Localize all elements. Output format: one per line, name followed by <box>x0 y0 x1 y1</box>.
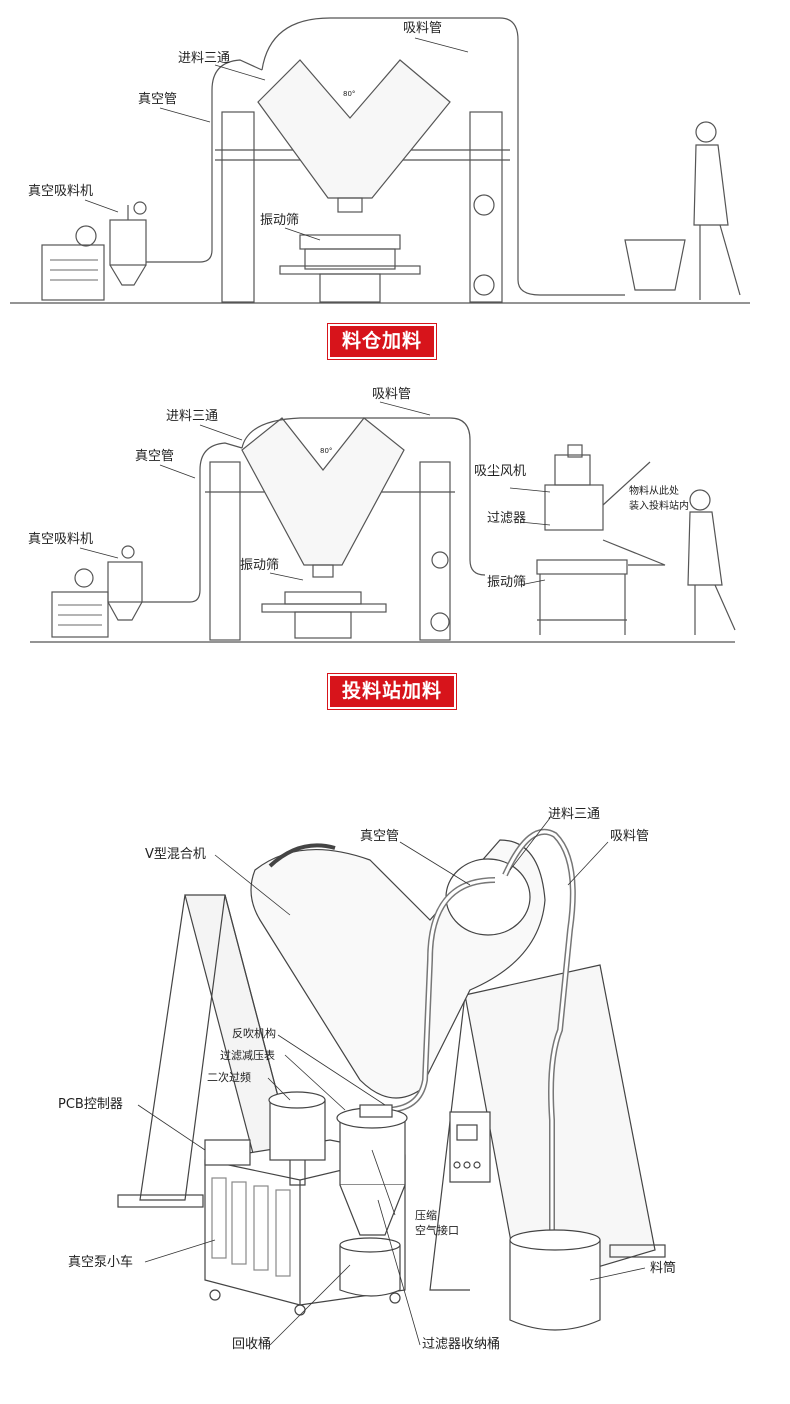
s1-feed-tee-label: 进料三通 <box>178 51 231 66</box>
s3-filter-bucket-label: 过滤器收纳桶 <box>422 1337 501 1352</box>
s3-secondary-filter-label: 二次过频 <box>207 1071 251 1084</box>
s2-vacuum-loader-label: 真空吸料机 <box>28 532 94 547</box>
s2-feed-tee-label: 进料三通 <box>166 409 219 424</box>
s1-title: 料仓加料 <box>330 326 435 357</box>
s3-material-drum-label: 料筒 <box>650 1261 677 1276</box>
s3-compressed-air-line1: 压缩 <box>415 1209 437 1222</box>
s2-title: 投料站加料 <box>330 676 455 707</box>
s1-vibrating-screen-label: 振动筛 <box>260 213 300 228</box>
section1-drawing <box>10 17 750 304</box>
s2-suction-pipe-label: 吸料管 <box>372 387 412 402</box>
s1-angle-label: 80° <box>343 90 356 98</box>
s1-vacuum-loader-label: 真空吸料机 <box>28 184 94 199</box>
s3-recovery-bucket-label: 回收桶 <box>232 1337 272 1352</box>
s2-angle-label: 80° <box>320 447 333 455</box>
s2-station-screen-label: 振动筛 <box>487 575 527 590</box>
s2-title-frame: 投料站加料 <box>327 673 458 710</box>
s3-v-mixer-label: V型混合机 <box>145 847 206 862</box>
s1-vacuum-pipe-label: 真空管 <box>138 92 178 107</box>
s3-backflush-label: 反吹机构 <box>232 1027 276 1040</box>
s3-vacuum-pipe-label: 真空管 <box>360 829 400 844</box>
s2-note-line2: 装入投料站内 <box>629 501 689 512</box>
s3-compressed-air-line2: 空气接口 <box>415 1224 459 1238</box>
s2-feeding-note: 物料从此处 装入投料站内 <box>629 484 689 514</box>
s2-vibrating-screen-label: 振动筛 <box>240 558 280 573</box>
s3-suction-pipe-label: 吸料管 <box>610 829 650 844</box>
section3-drawing <box>117 817 666 1346</box>
s3-feed-tee-label: 进料三通 <box>548 807 601 822</box>
s3-pcb-controller-label: PCB控制器 <box>58 1097 123 1112</box>
section2-drawing <box>30 417 736 643</box>
s1-title-frame: 料仓加料 <box>327 323 438 360</box>
s2-filter-label: 过滤器 <box>487 511 527 526</box>
s2-note-line1: 物料从此处 <box>629 486 679 497</box>
vacuum-loader-cabinet <box>41 244 105 301</box>
s1-suction-pipe-label: 吸料管 <box>403 21 443 36</box>
s2-vacuum-pipe-label: 真空管 <box>135 449 175 464</box>
s3-compressed-air-label: 压缩 空气接口 <box>415 1208 459 1239</box>
s2-dust-fan-label: 吸尘风机 <box>474 464 527 479</box>
s3-pump-cart-label: 真空泵小车 <box>68 1255 134 1270</box>
s3-filter-gauge-label: 过滤减压表 <box>220 1049 275 1062</box>
